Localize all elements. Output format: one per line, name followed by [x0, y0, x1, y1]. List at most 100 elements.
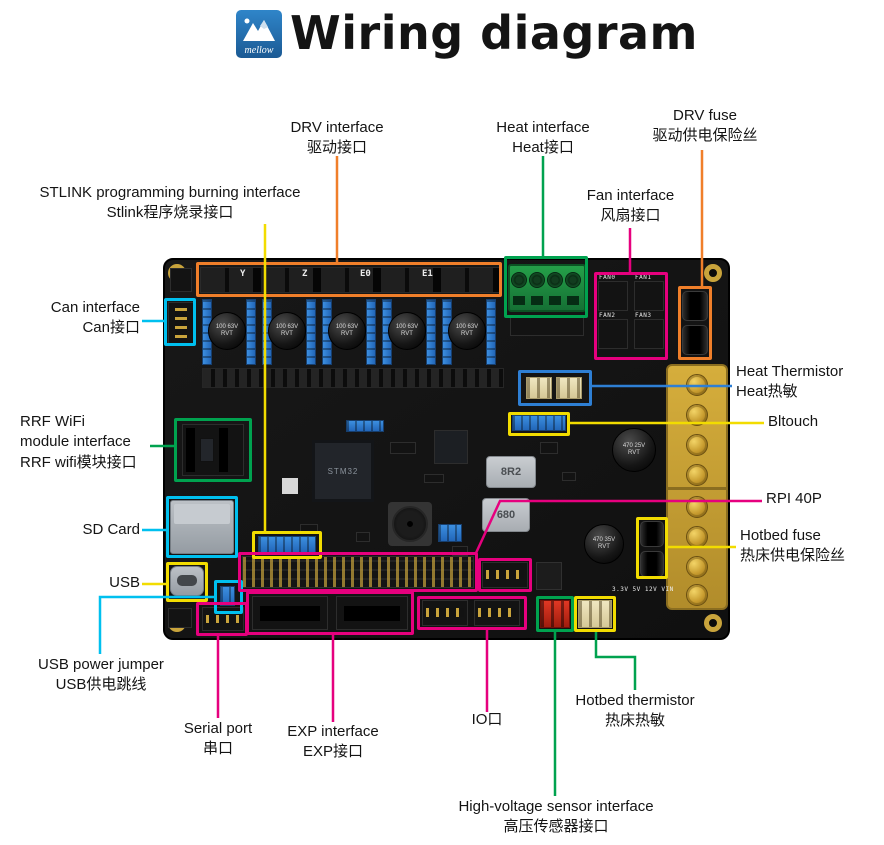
label-sd-card: SD Card	[82, 521, 140, 538]
logo-brand-text: mellow	[244, 45, 274, 56]
io-header-pins	[486, 570, 524, 579]
inductor: 680	[482, 498, 530, 532]
drv-fuse-box	[678, 286, 712, 360]
smd-component	[390, 442, 416, 454]
high-voltage-sensor-connector	[540, 600, 570, 628]
terminal-screw	[686, 584, 708, 606]
driver-socket	[426, 299, 436, 365]
fan-silkscreen: FAN1	[635, 274, 652, 281]
terminal-screw	[686, 496, 708, 518]
exp-interface-box	[246, 591, 414, 635]
exp-connector-slot	[344, 606, 400, 621]
usb-power-jumper-box	[214, 580, 243, 614]
terminal-divider	[668, 487, 726, 490]
fan-silkscreen: FAN2	[599, 312, 616, 319]
io-header-pins	[478, 608, 516, 617]
label-fan-interface: Fan interface 风扇接口	[586, 187, 675, 225]
io-port-box	[417, 596, 527, 630]
terminal-screw	[529, 272, 545, 288]
endstop-connector	[170, 268, 192, 292]
silkscreen-axis-label: Z	[302, 269, 308, 279]
label-drv-interface: DRV interface 驱动接口	[290, 119, 384, 157]
drv-interface-box	[196, 262, 502, 297]
smd-component	[424, 474, 444, 483]
bltouch-box	[508, 412, 570, 436]
label-hotbed-fuse: Hotbed fuse 热床供电保险丝	[740, 527, 846, 565]
mounting-hole	[704, 264, 722, 282]
sd-card-slot-top	[174, 504, 230, 524]
wifi-socket-pins	[186, 428, 195, 472]
line-hotbed-thermistor	[594, 632, 637, 690]
terminal-screw	[565, 272, 581, 288]
terminal-slot	[549, 296, 561, 305]
label-stlink: STLINK programming burning interface Stl…	[39, 184, 301, 222]
label-rrf-wifi: RRF WiFi module interface RRF wifi模块接口	[20, 413, 137, 471]
driver-capacitor: 100 63V RVT	[268, 312, 306, 350]
bltouch-header	[512, 415, 566, 431]
terminal-slot	[531, 296, 543, 305]
silkscreen-axis-label: E0	[360, 269, 371, 279]
heat-thermistor-connector	[556, 377, 582, 399]
hotbed-fuse-holder	[640, 551, 664, 577]
terminal-screw	[547, 272, 563, 288]
sd-card-box	[166, 496, 238, 558]
label-hotbed-thermistor: Hotbed thermistor 热床热敏	[575, 692, 695, 730]
terminal-slot	[513, 296, 525, 305]
fan-connector	[634, 281, 664, 311]
driver-jumper-strip	[202, 368, 504, 388]
blue-header	[346, 420, 384, 432]
fan-silkscreen: FAN0	[599, 274, 616, 281]
rpi-40p-header	[242, 556, 474, 588]
terminal-screw	[686, 464, 708, 486]
driver-socket	[486, 299, 496, 365]
heat-thermistor-connector	[526, 377, 552, 399]
terminal-screw	[511, 272, 527, 288]
hotbed-thermistor-connector	[578, 600, 612, 628]
terminal-screw	[686, 556, 708, 578]
driver-socket	[246, 299, 256, 365]
heat-interface-box	[504, 256, 588, 318]
terminal-screw	[686, 374, 708, 396]
io-header-pins	[426, 608, 464, 617]
usb-box	[166, 562, 208, 602]
fan-connector	[598, 319, 628, 349]
label-can-interface: Can interface Can接口	[50, 299, 140, 337]
wifi-module-box	[174, 418, 252, 482]
driver-capacitor: 100 63V RVT	[388, 312, 426, 350]
edge-header	[168, 608, 192, 628]
wifi-chip	[200, 438, 214, 462]
label-serial-port: Serial port 串口	[183, 720, 253, 758]
serial-port-box	[196, 602, 248, 636]
drv-fuse-holder	[682, 325, 708, 355]
label-high-voltage: High-voltage sensor interface 高压传感器接口	[458, 798, 654, 836]
driver-capacitor: 100 63V RVT	[208, 312, 246, 350]
buzzer	[392, 506, 428, 542]
silkscreen-axis-label: Y	[240, 269, 246, 279]
fan-connector	[598, 281, 628, 311]
label-drv-fuse: DRV fuse 驱动供电保险丝	[652, 107, 758, 145]
blue-jumper	[438, 524, 462, 542]
smd-component	[540, 442, 558, 454]
label-bltouch: Bltouch	[768, 413, 819, 430]
driver-capacitor: 100 63V RVT	[448, 312, 486, 350]
can-interface-box	[164, 298, 196, 346]
silkscreen-axis-label: E1	[422, 269, 433, 279]
heat-aux-connector	[510, 316, 584, 336]
smd-component	[452, 546, 468, 556]
serial-port-pins	[206, 615, 240, 623]
terminal-screw	[686, 526, 708, 548]
fan-silkscreen: FAN3	[635, 312, 652, 319]
can-connector-pins	[175, 308, 187, 338]
label-usb: USB	[109, 574, 140, 591]
driver-socket	[306, 299, 316, 365]
inductor: 8R2	[486, 456, 536, 488]
page-title: Wiring diagram	[290, 6, 698, 60]
high-voltage-sensor-box	[536, 596, 574, 632]
terminal-slot	[567, 296, 579, 305]
qr-silkscreen	[282, 478, 298, 494]
smd-component	[356, 532, 370, 542]
label-io-port: IO口	[471, 711, 503, 728]
driver-socket	[366, 299, 376, 365]
stlink-box	[252, 531, 322, 559]
